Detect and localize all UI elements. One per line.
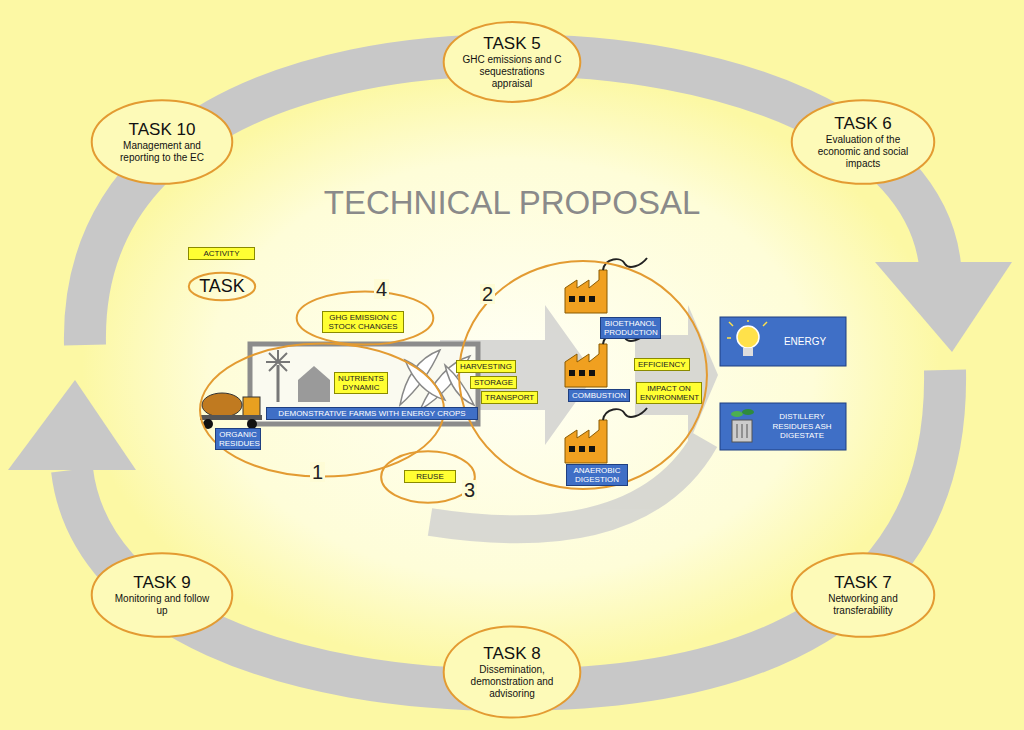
task-ellipse: TASK 6Evaluation of the economic and soc… — [790, 98, 936, 186]
output-panel — [720, 317, 846, 366]
box-label: ANAEROBIC DIGESTION — [573, 466, 620, 484]
task-description: Management and reporting to the EC — [110, 140, 214, 164]
task-text: TASK 6Evaluation of the economic and soc… — [811, 114, 916, 171]
ellipse-border — [444, 22, 581, 102]
task-description: Evaluation of the economic and social im… — [811, 134, 916, 170]
output-box: ENERGY — [720, 317, 846, 366]
ellipse-border — [92, 100, 233, 184]
item-box: DEMONSTRATIVE FARMS WITH ENERGY CROPS — [266, 407, 478, 420]
activity-box: TRANSPORT — [481, 391, 538, 404]
residue-icon — [731, 409, 754, 442]
cycle-arrows — [8, 55, 1012, 690]
task-heading: TASK 10 — [110, 120, 214, 140]
box-label: DEMONSTRATIVE FARMS WITH ENERGY CROPS — [278, 409, 465, 418]
activity-box: ACTIVITY — [188, 247, 255, 260]
box-label: HARVESTING — [460, 362, 512, 371]
item-box: COMBUSTION — [568, 389, 630, 402]
diagram-title: TECHNICAL PROPOSAL — [0, 184, 1024, 222]
box-label: NUTRIENTS DYNAMIC — [338, 374, 384, 392]
center-glow — [82, 70, 942, 670]
task-heading: TASK 7 — [811, 573, 916, 593]
box-label: TRANSPORT — [485, 393, 534, 402]
callout-number: 4 — [374, 279, 389, 299]
box-label: DISTILLERY RESIDUES ASH DIGESTATE — [762, 412, 842, 441]
ellipse-border — [792, 553, 934, 637]
legend-label: TASK — [199, 276, 245, 297]
ellipse-border — [381, 451, 475, 502]
output-panel — [720, 403, 846, 450]
callout-number: 1 — [310, 462, 325, 482]
bulb-icon — [727, 320, 767, 356]
box-label: ACTIVITY — [203, 249, 239, 258]
box-label: EFFICIENCY — [638, 360, 686, 369]
activity-box: STORAGE — [470, 376, 517, 389]
activity-box: GHG EMISSION C STOCK CHANGES — [322, 311, 404, 333]
task-heading: TASK 9 — [110, 573, 214, 593]
box-label: COMBUSTION — [572, 391, 626, 400]
activity-box: HARVESTING — [456, 360, 516, 373]
task-text: TASK 10Management and reporting to the E… — [110, 120, 214, 165]
item-box: ANAEROBIC DIGESTION — [566, 464, 628, 486]
ellipse-border — [297, 291, 434, 344]
task-heading: TASK 5 — [462, 34, 563, 54]
item-box: BIOETHANOL PRODUCTION — [600, 317, 661, 339]
activity-ellipse: 1NUTRIENTS DYNAMICDEMONSTRATIVE FARMS WI… — [197, 340, 447, 480]
ellipse-border — [444, 626, 581, 717]
task-heading: TASK 8 — [462, 644, 563, 664]
box-label: IMPACT ON ENVIRONMENT — [640, 384, 699, 402]
task-text: TASK 8Dissemination, demonstration and a… — [462, 644, 563, 701]
task-description: GHC emissions and C sequestrations appra… — [462, 54, 563, 90]
task-text: TASK 9Monitoring and follow up — [110, 573, 214, 618]
task-description: Networking and transferability — [811, 593, 916, 617]
task-ellipse: TASK 8Dissemination, demonstration and a… — [442, 624, 582, 720]
task-text: TASK 5GHC emissions and C sequestrations… — [462, 34, 563, 91]
task-ellipse: TASK 7Networking and transferability — [790, 551, 936, 639]
activity-ellipse: 3 REUSE — [380, 450, 476, 504]
box-label: GHG EMISSION C STOCK CHANGES — [328, 313, 397, 331]
ellipse-border — [92, 553, 233, 637]
task-description: Dissemination, demonstration and advisor… — [462, 664, 563, 700]
ellipse-border — [459, 261, 707, 489]
activity-box: NUTRIENTS DYNAMIC — [334, 372, 388, 394]
box-label: STORAGE — [474, 378, 513, 387]
output-box: DISTILLERY RESIDUES ASH DIGESTATE — [720, 403, 846, 450]
callout-number: 3 — [462, 480, 477, 500]
ellipse-border — [189, 273, 255, 301]
task-heading: TASK 6 — [811, 114, 916, 134]
box-label: BIOETHANOL PRODUCTION — [604, 319, 658, 337]
task-description: Monitoring and follow up — [110, 593, 214, 617]
activity-box: EFFICIENCY — [634, 358, 690, 371]
callout-number: 2 — [480, 284, 495, 304]
task-ellipse: TASK 9Monitoring and follow up — [90, 551, 234, 639]
box-label: ORGANIC RESIDUES — [219, 430, 260, 448]
task-ellipse: TASK 5GHC emissions and C sequestrations… — [442, 20, 582, 104]
ellipse-border — [792, 100, 934, 184]
box-label: REUSE — [416, 472, 444, 481]
activity-ellipse: 2HARVESTING STORAGE TRANSPORT BIOETHANOL PR… — [456, 255, 710, 495]
item-box: ORGANIC RESIDUES — [215, 428, 261, 450]
task-ellipse: TASK 10Management and reporting to the E… — [90, 98, 234, 186]
activity-box: REUSE — [404, 470, 456, 483]
activity-box: IMPACT ON ENVIRONMENT — [636, 382, 702, 404]
activity-ellipse: 4GHG EMISSION C STOCK CHANGES — [295, 290, 435, 346]
box-label: ENERGY — [784, 336, 826, 348]
legend-task-ellipse: TASK — [188, 272, 256, 301]
task-text: TASK 7Networking and transferability — [811, 573, 916, 618]
